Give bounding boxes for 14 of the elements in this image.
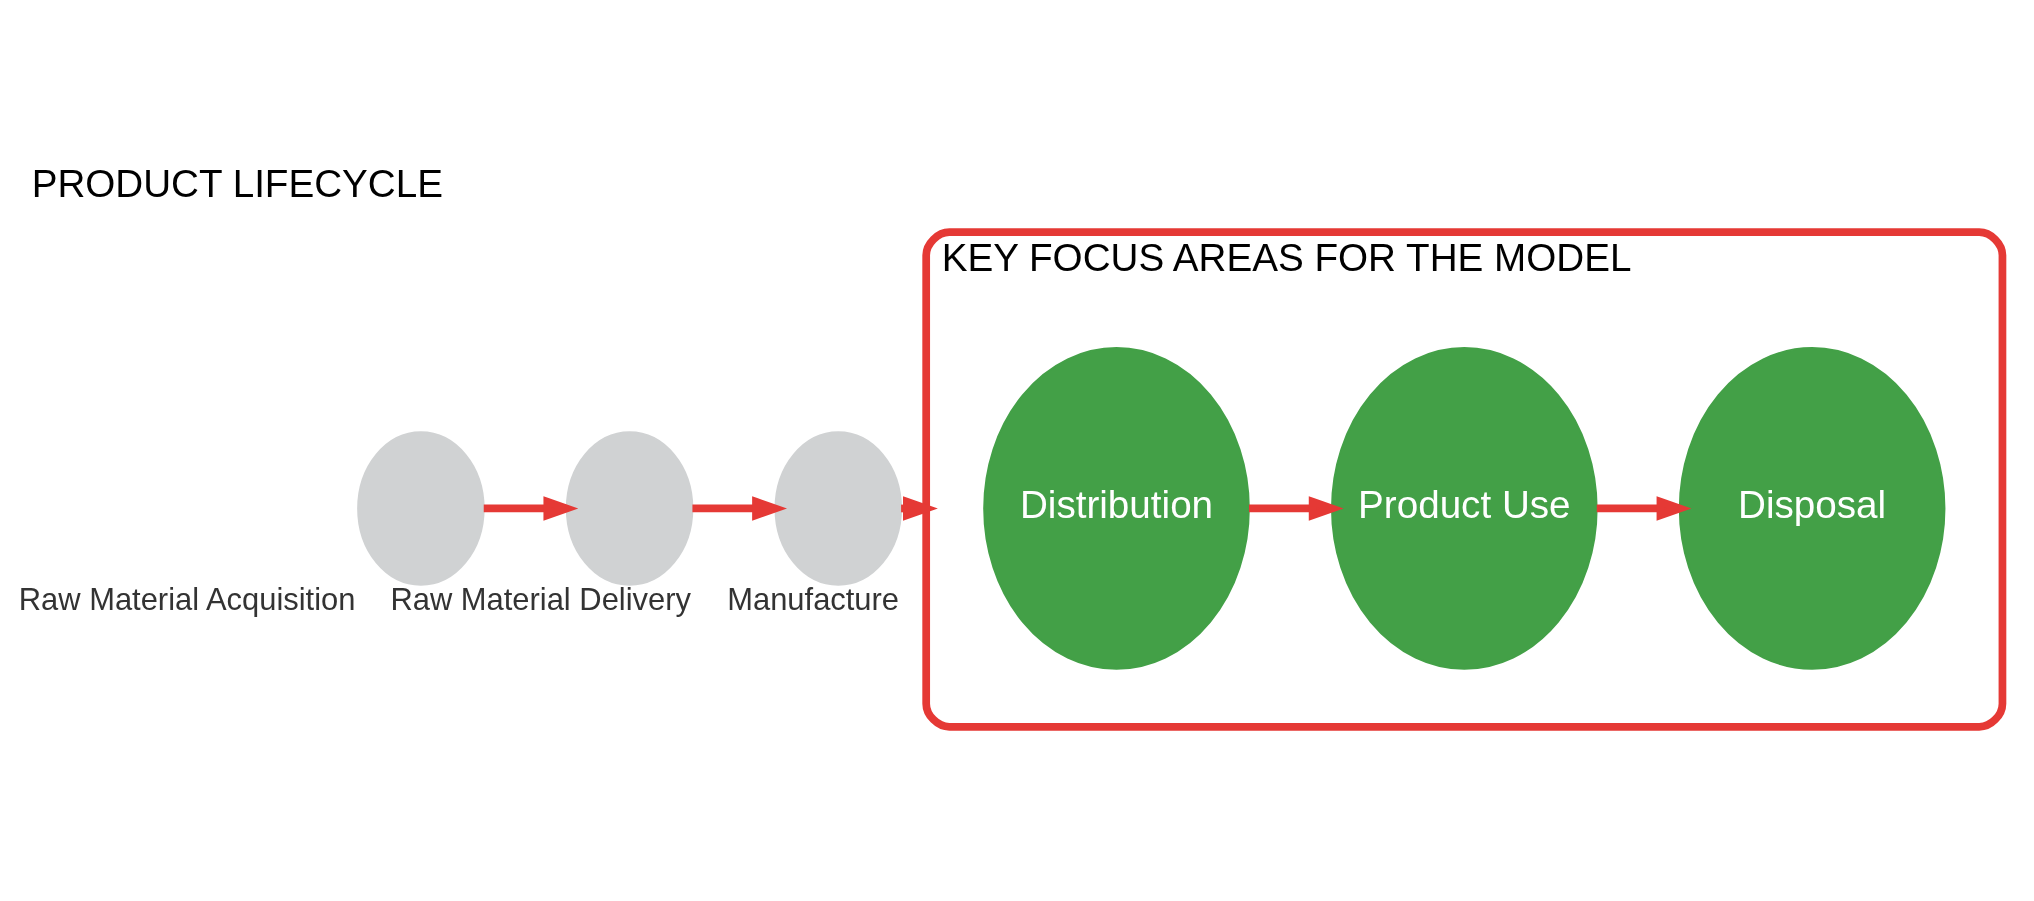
arrow <box>1248 496 1344 521</box>
node-label: Raw Material Acquisition <box>18 581 356 617</box>
arrow <box>692 496 787 521</box>
node-label: Raw Material Delivery <box>390 581 691 617</box>
node-ellipse <box>774 431 903 586</box>
node-ellipse <box>357 431 485 586</box>
node-ellipse: Distribution <box>983 347 1250 670</box>
node-ellipse: Disposal <box>1678 347 1946 670</box>
arrow <box>483 496 579 521</box>
arrow <box>1596 496 1692 521</box>
node-label: Manufacture <box>727 581 900 617</box>
node-ellipse: Product Use <box>1331 347 1598 670</box>
node-ellipse <box>565 431 694 586</box>
diagram-title: PRODUCT LIFECYCLE <box>31 162 444 206</box>
